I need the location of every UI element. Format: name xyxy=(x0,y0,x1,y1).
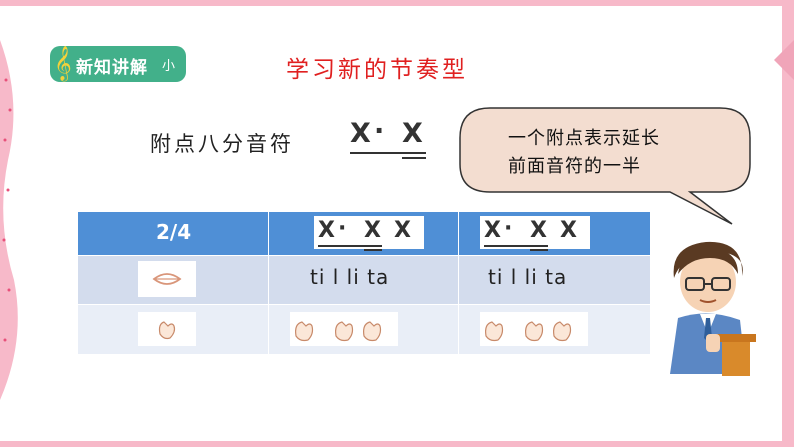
right-decorative-stripe xyxy=(774,0,794,447)
dotted-note-notation: X · X xyxy=(350,116,430,160)
rhythm-notation: X · X X xyxy=(484,216,588,251)
page-title: 学习新的节奏型 xyxy=(286,57,468,83)
time-signature: 2/4 xyxy=(156,220,192,244)
table-divider xyxy=(78,304,650,305)
note-symbol: X xyxy=(530,218,547,243)
teacher-illustration xyxy=(670,241,756,376)
note-symbol: X xyxy=(364,218,381,243)
note-underline xyxy=(484,245,548,247)
note-dot: · xyxy=(338,216,347,241)
syllable-text: ti l li ta xyxy=(310,265,390,289)
clap-group xyxy=(290,312,398,346)
note-symbol: X xyxy=(560,218,577,243)
note-underline xyxy=(530,249,548,251)
speech-bubble xyxy=(459,107,751,225)
treble-clef-icon: 𝄞 xyxy=(54,46,72,81)
note-dot: · xyxy=(374,116,385,147)
note-symbol: X xyxy=(484,218,501,243)
dotted-note-label: 附点八分音符 xyxy=(150,132,294,156)
table-header-row: 2/4 X · X X X · X X xyxy=(78,212,650,255)
bubble-line-2: 前面音符的一半 xyxy=(508,156,641,177)
clap-icon xyxy=(138,312,196,346)
table-divider xyxy=(268,212,269,354)
clap-group xyxy=(480,312,588,346)
rhythm-cell: X · X X xyxy=(480,216,590,251)
note-dot: · xyxy=(504,216,513,241)
note-symbol: X xyxy=(402,118,423,149)
badge-label: 新知讲解 xyxy=(76,58,148,78)
note-symbol: X xyxy=(394,218,411,243)
table-divider xyxy=(458,212,459,354)
rhythm-table: 2/4 X · X X X · X X xyxy=(78,212,650,354)
table-divider xyxy=(78,255,650,256)
note-underline xyxy=(350,152,426,154)
note-underline xyxy=(364,249,382,251)
section-badge: 𝄞 新知讲解 小 xyxy=(50,46,186,82)
syllable-text: ti l li ta xyxy=(488,265,568,289)
badge-suffix: 小 xyxy=(162,59,176,74)
note-symbol: X xyxy=(350,118,371,149)
clap-row xyxy=(78,304,650,354)
bubble-line-1: 一个附点表示延长 xyxy=(508,128,660,149)
mouth-icon xyxy=(138,261,196,297)
top-decorative-band xyxy=(0,0,794,6)
rhythm-notation: X · X X xyxy=(318,216,422,251)
note-symbol: X xyxy=(318,218,335,243)
note-underline xyxy=(402,157,426,159)
syllable-row: ti l li ta ti l li ta xyxy=(78,255,650,304)
bottom-decorative-band xyxy=(0,441,794,447)
note-underline xyxy=(318,245,382,247)
left-decorative-pattern xyxy=(0,40,18,400)
rhythm-cell: X · X X xyxy=(314,216,424,251)
